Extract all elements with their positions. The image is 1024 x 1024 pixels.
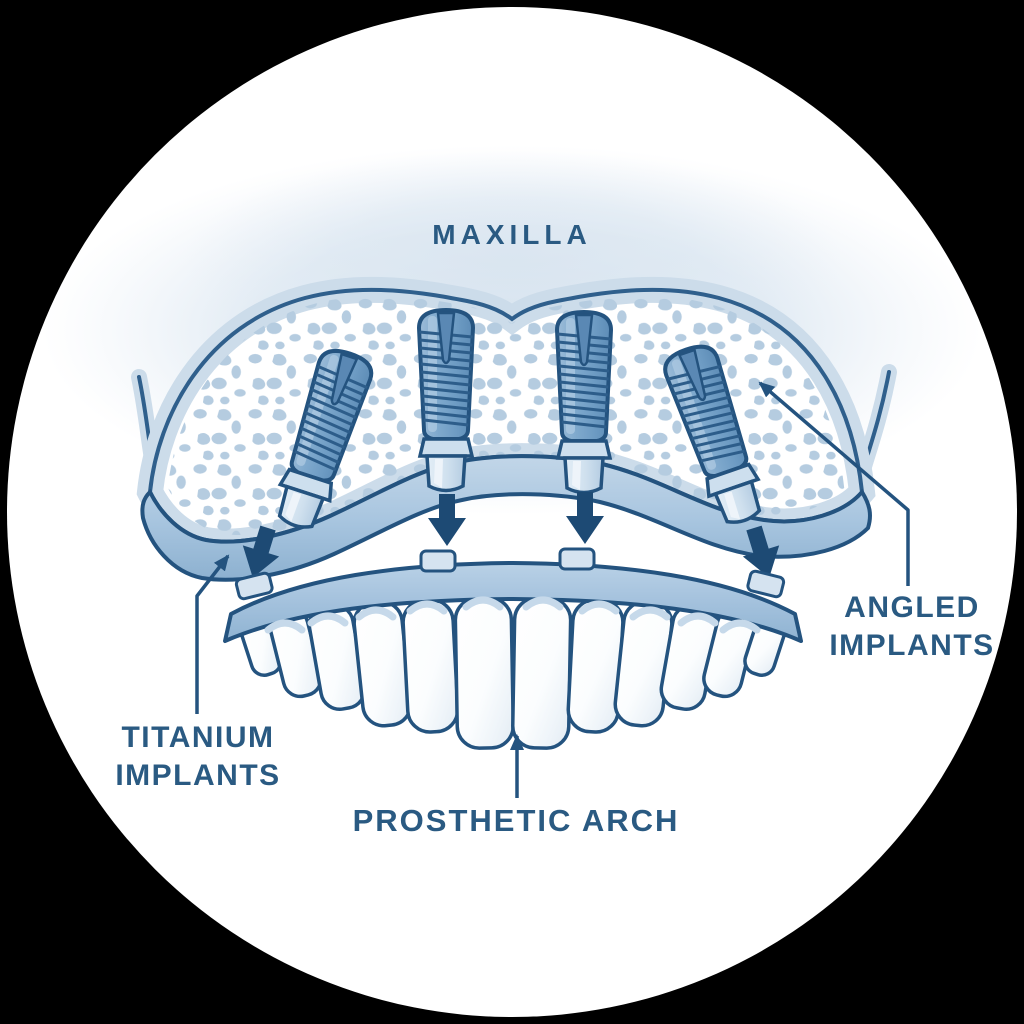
abutment-socket [746, 569, 786, 599]
tooth [511, 596, 573, 750]
abutment-socket [558, 547, 596, 571]
implant-2-vertical [417, 308, 475, 493]
tooth [453, 596, 515, 750]
label-titanium-line2: IMPLANTS [115, 759, 281, 792]
implant-3-vertical [555, 310, 613, 495]
label-titanium-line1: TITANIUM [121, 721, 275, 754]
titanium-implants-leader-arrow [195, 554, 230, 714]
gum-scallop-highlights [264, 596, 761, 634]
label-prosthetic-arch: PROSTHETIC ARCH [352, 803, 680, 838]
label-angled-line2: IMPLANTS [829, 629, 995, 662]
soft-tissue-ribbon [140, 454, 872, 582]
angled-implants-leader-arrow [758, 381, 910, 586]
label-maxilla: MAXILLA [432, 219, 592, 250]
label-titanium-implants: TITANIUM IMPLANTS [115, 719, 280, 795]
gum-band [223, 561, 803, 643]
label-angled-line1: ANGLED [844, 591, 980, 624]
abutment-socket [419, 549, 457, 573]
abutment-sockets [234, 547, 786, 601]
abutment-socket [234, 571, 274, 601]
prosthetic-arch [223, 547, 803, 750]
label-angled-implants: ANGLED IMPLANTS [829, 589, 994, 665]
tooth [401, 598, 460, 734]
